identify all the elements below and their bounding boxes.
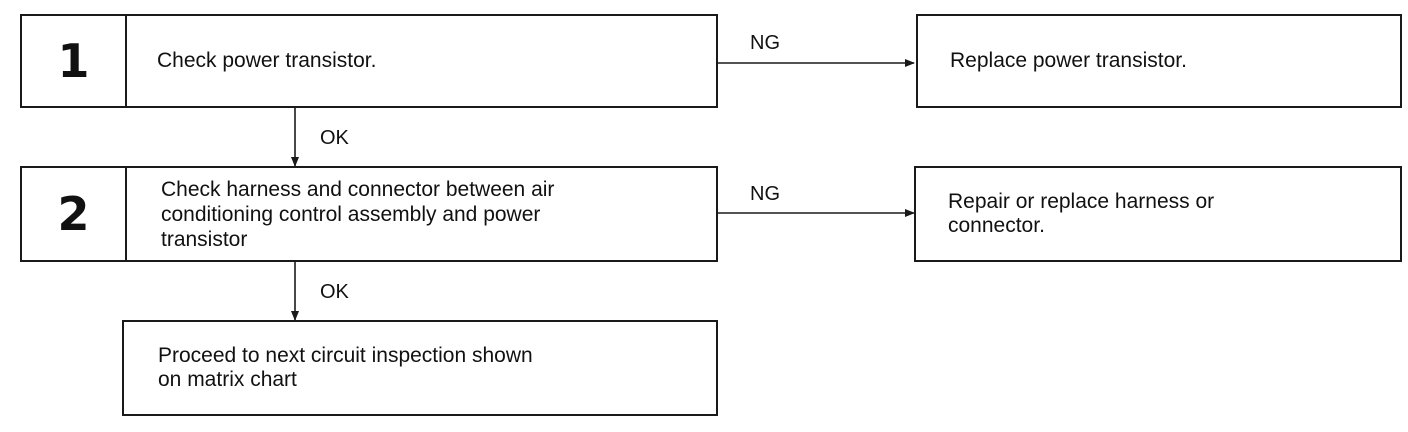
step-1-ng-action-box: Replace power transistor. (916, 14, 1402, 108)
step-2-ng-action-line: connector. (948, 214, 1045, 237)
step-1-ok-label: OK (320, 127, 349, 149)
final-action-line: Proceed to next circuit inspection shown (158, 344, 533, 367)
step-2-text-line: transistor (161, 227, 248, 251)
step-2-text-line: Check harness and connector between air (161, 177, 555, 201)
step-1-number: 1 (22, 16, 127, 106)
step-2-text: Check harness and connector between air … (127, 168, 716, 260)
step-2-number: 2 (22, 168, 127, 260)
step-2-text-line: conditioning control assembly and power (161, 202, 541, 226)
step-1-ng-action-text: Replace power transistor. (950, 49, 1187, 72)
step-1-text: Check power transistor. (157, 49, 377, 72)
step-1-box: 1 Check power transistor. (20, 14, 718, 108)
step-2-ng-action-text: Repair or replace harness or connector. (916, 168, 1400, 260)
final-action-line: on matrix chart (158, 368, 297, 391)
step-2-ok-label: OK (320, 281, 349, 303)
step-2-ng-action-line: Repair or replace harness or (948, 190, 1215, 213)
step-1-ng-label: NG (750, 32, 780, 54)
step-2-ng-action-box: Repair or replace harness or connector. (914, 166, 1402, 262)
final-action-box: Proceed to next circuit inspection shown… (122, 320, 718, 416)
step-2-box: 2 Check harness and connector between ai… (20, 166, 718, 262)
step-2-ng-label: NG (750, 183, 780, 205)
final-action-text: Proceed to next circuit inspection shown… (124, 322, 716, 414)
